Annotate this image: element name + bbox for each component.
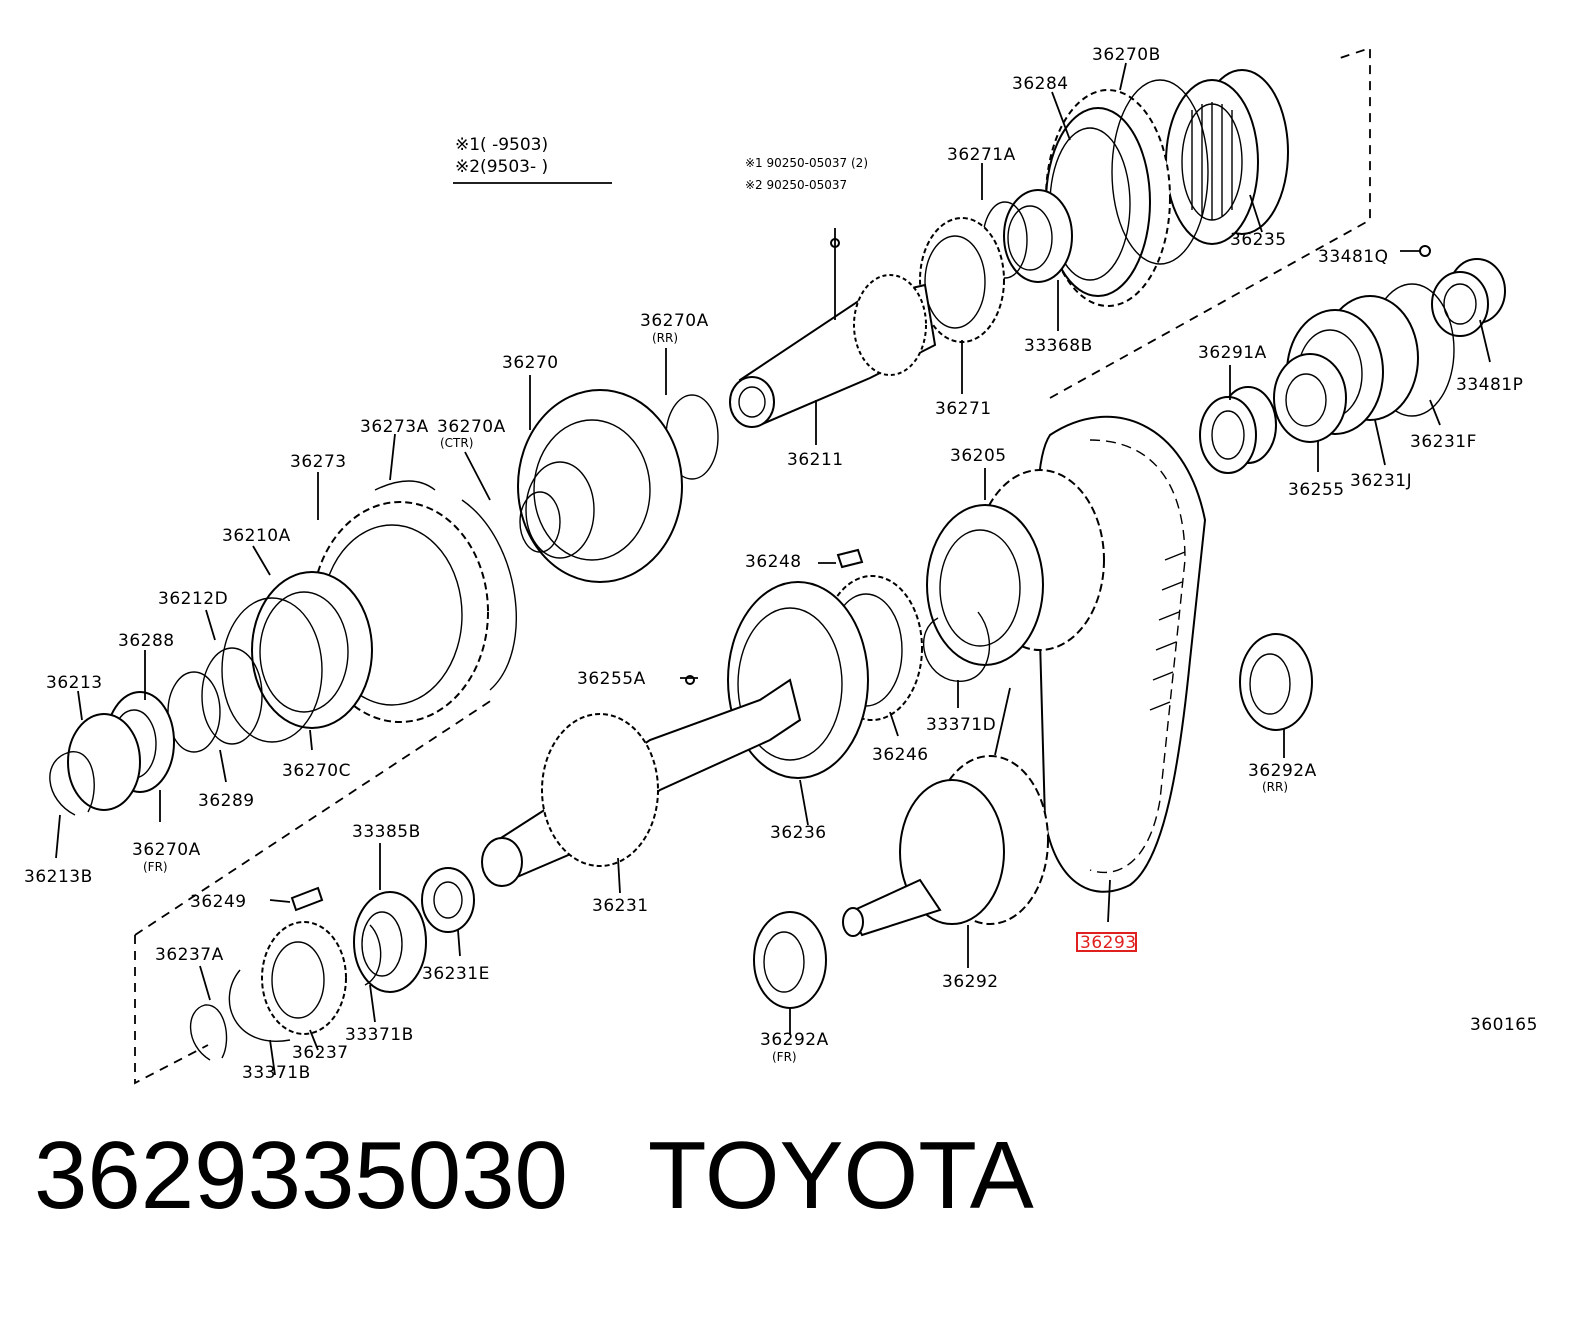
assembly-outline-dashes [134, 46, 1371, 1085]
part-label-33368B: 33368B [1024, 336, 1093, 356]
bearing-36292A-rr-drawing [1239, 633, 1313, 731]
part-label-36236: 36236 [770, 823, 827, 843]
part-label-36255: 36255 [1288, 480, 1345, 500]
snap-ring-36237A-drawing [189, 1004, 228, 1061]
part-label-36248: 36248 [745, 552, 802, 572]
part-label-33481Q: 33481Q [1318, 247, 1388, 267]
needle-bearing-36231E-drawing [421, 867, 475, 933]
part-label-33371B-right: 33371B [345, 1025, 414, 1045]
part-label-36271A: 36271A [947, 145, 1016, 165]
bolt-note-line1: ※1 90250-05037 (2) [745, 156, 868, 170]
part-label-36237: 36237 [292, 1043, 349, 1063]
part-label-33371B-left: 33371B [242, 1063, 311, 1083]
hub-33368B-drawing [1003, 189, 1073, 283]
gear-36292-drawing [842, 755, 1049, 937]
part-label-36212D: 36212D [158, 589, 228, 609]
part-label-36292A-fr: 36292A [760, 1030, 829, 1050]
part-label-36210A: 36210A [222, 526, 291, 546]
part-label-36205: 36205 [950, 446, 1007, 466]
ring-gear-36284-drawing [1045, 89, 1171, 307]
shaft-36231-drawing [481, 675, 802, 887]
clip-36273A-drawing [374, 480, 436, 491]
part-label-36231: 36231 [592, 896, 649, 916]
part-label-36292: 36292 [942, 972, 999, 992]
part-label-33481P: 33481P [1456, 375, 1523, 395]
gear-36205-drawing [926, 469, 1105, 666]
ring-33371B-b-drawing [364, 924, 382, 986]
part-label-33371D: 33371D [926, 715, 996, 735]
bearing-36292A-fr-drawing [753, 911, 827, 1009]
part-label-36291A: 36291A [1198, 343, 1267, 363]
part-label-36292A-rr: 36292A [1248, 761, 1317, 781]
part-label-36270A-fr: 36270A [132, 840, 201, 860]
highlight-box-36293 [1076, 932, 1137, 952]
ring-36270C-drawing [221, 597, 323, 743]
part-label-33385B: 33385B [352, 822, 421, 842]
part-label-36231J: 36231J [1350, 471, 1412, 491]
part-label-36270C: 36270C [282, 761, 351, 781]
washer-36213-drawing [67, 713, 141, 811]
part-label-36288: 36288 [118, 631, 175, 651]
part-label-36249: 36249 [190, 892, 247, 912]
part-label-36270B: 36270B [1092, 45, 1161, 65]
part-label-36231F: 36231F [1410, 432, 1477, 452]
snap-ring-36213B-drawing [49, 751, 95, 816]
date-range-note: ※1( -9503) ※2(9503- ) [453, 135, 612, 184]
ring-36212D-drawing [201, 647, 263, 745]
part-drawings [49, 69, 1506, 1061]
leader-lines [55, 62, 1491, 1076]
part-label-36270: 36270 [502, 353, 559, 373]
ring-33371B-drawing [228, 969, 291, 1042]
carrier-36270-drawing [517, 389, 683, 583]
part-label-36270A-ctr: 36270A [437, 417, 506, 437]
bearing-36210A-drawing [251, 571, 373, 729]
bolt-note: ※1 90250-05037 (2) ※2 90250-05037 [745, 156, 868, 192]
part-label-36273: 36273 [290, 452, 347, 472]
bushing-33481P-drawing [1431, 258, 1506, 337]
ring-36270A-ctr-drawing [461, 499, 517, 691]
part-sub-36270A-fr: (FR) [143, 860, 168, 874]
gear-36271-drawing [919, 217, 1005, 343]
part-label-36293: 36293 [1080, 933, 1137, 953]
part-labels: 36270B 36284 36271A 36235 33481Q 33368B … [24, 45, 1538, 1083]
washer-36255-drawing [1273, 353, 1347, 443]
part-label-36270A-rr: 36270A [640, 311, 709, 331]
part-label-36213B: 36213B [24, 867, 93, 887]
caption-brand: TOYOTA [647, 1122, 1034, 1229]
part-sub-36270A-rr: (RR) [652, 331, 678, 345]
part-label-36273A: 36273A [360, 417, 429, 437]
part-label-36231E: 36231E [422, 964, 490, 984]
part-sub-36292A-rr: (RR) [1262, 780, 1288, 794]
part-label-36289: 36289 [198, 791, 255, 811]
caption-part-number: 3629335030 [34, 1122, 568, 1229]
diagram-code: 360165 [1470, 1015, 1538, 1035]
part-label-36284: 36284 [1012, 74, 1069, 94]
washer-33385B-drawing [353, 891, 427, 993]
bolt-note-line2: ※2 90250-05037 [745, 178, 847, 192]
part-label-36255A: 36255A [577, 669, 646, 689]
drum-36235-drawing [1165, 69, 1289, 245]
part-label-36235: 36235 [1230, 230, 1287, 250]
needle-bearing-36291A-drawing [1199, 386, 1277, 474]
date-note-line2: ※2(9503- ) [455, 157, 548, 177]
key-36248-drawing [836, 548, 864, 569]
part-label-36213: 36213 [46, 673, 103, 693]
key-36249-drawing [290, 886, 324, 912]
part-label-36246: 36246 [872, 745, 929, 765]
part-label-36271: 36271 [935, 399, 992, 419]
washer-36289-drawing [167, 671, 221, 753]
date-note-line1: ※1( -9503) [455, 135, 548, 155]
snap-ring-36270B-drawing [1111, 79, 1209, 265]
part-label-36237A: 36237A [155, 945, 224, 965]
part-sub-36292A-fr: (FR) [772, 1050, 797, 1064]
shaft-36211-drawing [729, 238, 937, 428]
part-label-36211: 36211 [787, 450, 844, 470]
hub-36237-drawing [261, 921, 347, 1035]
part-sub-36270A-ctr: (CTR) [440, 436, 473, 450]
plug-33481Q-drawing [1419, 245, 1431, 257]
ring-33371D-drawing [922, 611, 991, 682]
